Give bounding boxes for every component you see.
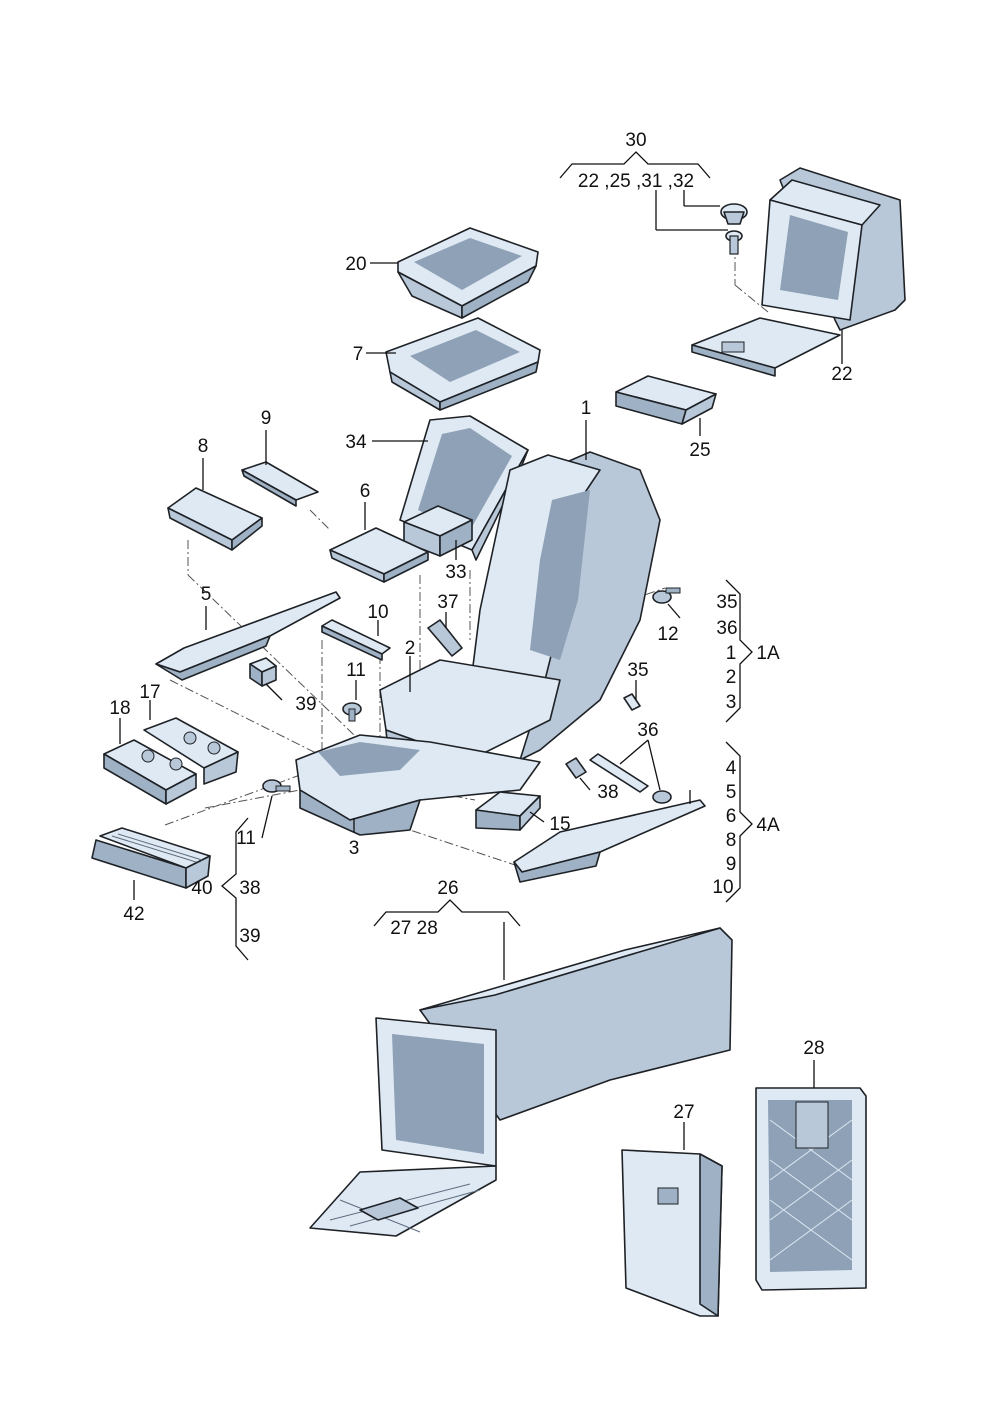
part-labels: 1 2 3 5 6 7 8 9 10 11 11 12 15 17 18 20 …: [109, 130, 852, 1123]
part-28-grille-panel: [755, 1087, 867, 1291]
group-4A-labels: 4 5 6 8 9 10 4A: [712, 758, 780, 898]
group-1A-item-2: 2: [726, 667, 737, 688]
label-part-35: 35: [627, 660, 648, 681]
label-part-8: 8: [198, 436, 209, 457]
part-27-cover-plate: [621, 1149, 723, 1317]
group-1A-code: 1A: [756, 643, 780, 664]
label-part-36: 36: [637, 720, 658, 741]
label-part-30: 30: [625, 130, 646, 151]
group-4A-item-8: 8: [726, 830, 737, 851]
group-brackets: [221, 151, 753, 961]
part-10-trim-piece: [321, 619, 391, 661]
label-part-12: 12: [657, 624, 678, 645]
part-5-trim-strip: [155, 591, 341, 681]
group-40-item-39: 39: [239, 926, 260, 947]
label-part-37: 37: [437, 592, 458, 613]
part-25-cover: [615, 375, 717, 425]
group-4A-item-10: 10: [712, 877, 733, 898]
parts-35-36-bushings: [589, 693, 649, 793]
label-part-39: 39: [295, 694, 316, 715]
label-part-22: 22: [831, 364, 852, 385]
parts-31-32-fasteners: [720, 203, 748, 255]
part-7-trim-frame: [385, 317, 541, 411]
group-26-labels: 27 28: [390, 918, 438, 939]
part-22-rear-bracket: [691, 167, 906, 377]
part-39-clip: [249, 657, 277, 687]
part-9-trim-clip: [241, 461, 319, 507]
label-part-2: 2: [405, 638, 416, 659]
label-part-42: 42: [123, 904, 144, 925]
group-1A-item-36: 36: [716, 618, 737, 639]
label-part-20: 20: [345, 254, 366, 275]
label-part-38: 38: [597, 782, 618, 803]
parts-11-12-screws: [262, 587, 681, 804]
group-1A-item-1: 1: [726, 643, 737, 664]
group-4A-item-5: 5: [726, 782, 737, 803]
group-40-code: 40: [191, 878, 212, 899]
label-part-10: 10: [367, 602, 388, 623]
group-30-items: 22 ,25 ,31 ,32: [578, 171, 694, 192]
label-part-1: 1: [581, 398, 592, 419]
part-6-cover-plate: [329, 527, 429, 583]
group-4A-item-6: 6: [726, 806, 737, 827]
part-26-air-duct: [309, 927, 733, 1237]
label-part-27: 27: [673, 1102, 694, 1123]
parts-17-18-switch-panels: [103, 717, 239, 805]
group-1A-item-3: 3: [726, 692, 737, 713]
label-part-7: 7: [353, 344, 364, 365]
label-part-33: 33: [445, 562, 466, 583]
part-15-switch: [475, 791, 541, 831]
group-4A-item-9: 9: [726, 854, 737, 875]
part-20-storage-tray: [397, 227, 539, 319]
part-4-trim-strip: [513, 799, 706, 883]
label-part-5: 5: [201, 584, 212, 605]
label-part-6: 6: [360, 481, 371, 502]
leader-lines: [119, 190, 843, 1150]
label-part-34: 34: [345, 432, 367, 453]
label-part-28: 28: [803, 1038, 824, 1059]
part-38-clip: [565, 757, 587, 779]
label-part-15: 15: [549, 814, 570, 835]
group-1A-labels: 35 36 1 2 3 1A: [716, 592, 780, 713]
group-40-labels: 40 38 39: [191, 878, 260, 947]
group-4A-code: 4A: [756, 815, 780, 836]
label-part-18: 18: [109, 698, 130, 719]
label-part-25: 25: [689, 440, 710, 461]
part-42-vent: [91, 827, 211, 889]
group-4A-item-4: 4: [726, 758, 737, 779]
label-part-11-lower: 11: [236, 828, 256, 849]
group-26-items: 27 28: [390, 918, 438, 939]
group-40-item-38: 38: [239, 878, 260, 899]
label-part-17: 17: [139, 682, 160, 703]
label-part-11-upper: 11: [346, 660, 366, 681]
part-3-console-base: [295, 734, 541, 836]
label-part-26: 26: [437, 878, 458, 899]
group-30-labels: 22 ,25 ,31 ,32: [578, 171, 694, 192]
part-37-pin: [427, 619, 463, 657]
group-1A-item-35: 35: [716, 592, 737, 613]
label-part-9: 9: [261, 408, 272, 429]
part-8-lid: [167, 487, 263, 551]
label-part-3: 3: [349, 838, 360, 859]
part-33-insert-box: [403, 505, 473, 557]
